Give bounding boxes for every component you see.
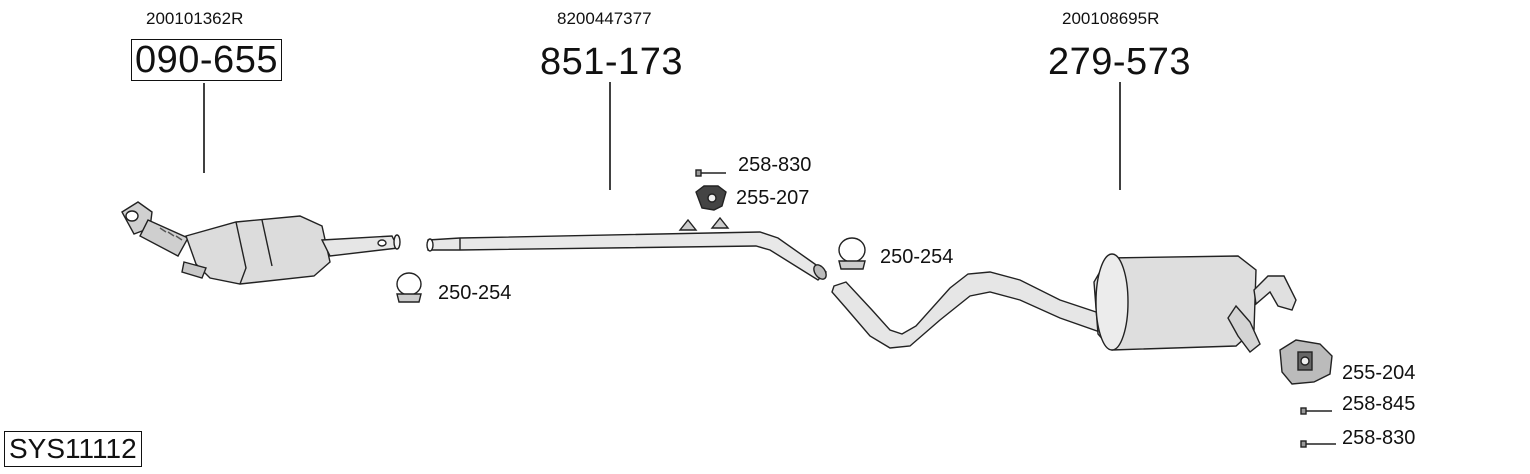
part-number-catalyst[interactable]: 090-655 [131, 39, 282, 81]
rubber-mount-icon[interactable] [1279, 339, 1333, 385]
part-number-mount-top[interactable]: 255-207 [736, 187, 810, 209]
part-number-bolt-bottom-1[interactable]: 258-845 [1342, 393, 1416, 415]
part-number-clamp-left[interactable]: 250-254 [438, 282, 512, 304]
part-number-bolt-top[interactable]: 258-830 [738, 154, 812, 176]
clamp-icon[interactable] [838, 237, 866, 270]
middle-pipe-icon[interactable] [426, 216, 829, 281]
part-number-bolt-bottom-2[interactable]: 258-830 [1342, 427, 1416, 449]
catalytic-converter-icon[interactable] [121, 201, 401, 285]
part-number-mount-bottom[interactable]: 255-204 [1342, 362, 1416, 384]
rubber-mount-icon[interactable] [695, 185, 727, 211]
bolt-icon[interactable] [1300, 407, 1332, 415]
bolt-icon[interactable] [695, 169, 726, 177]
part-number-silencer[interactable]: 279-573 [1048, 41, 1191, 83]
part-number-pipe[interactable]: 851-173 [540, 41, 683, 83]
system-code: SYS11112 [4, 431, 142, 467]
oem-number-pipe: 8200447377 [557, 9, 652, 28]
part-number-clamp-right[interactable]: 250-254 [880, 246, 954, 268]
bolt-icon[interactable] [1300, 440, 1336, 448]
oem-number-silencer: 200108695R [1062, 9, 1160, 28]
oem-number-catalyst: 200101362R [146, 9, 244, 28]
rear-silencer-icon[interactable] [831, 253, 1297, 353]
clamp-icon[interactable] [396, 272, 422, 303]
